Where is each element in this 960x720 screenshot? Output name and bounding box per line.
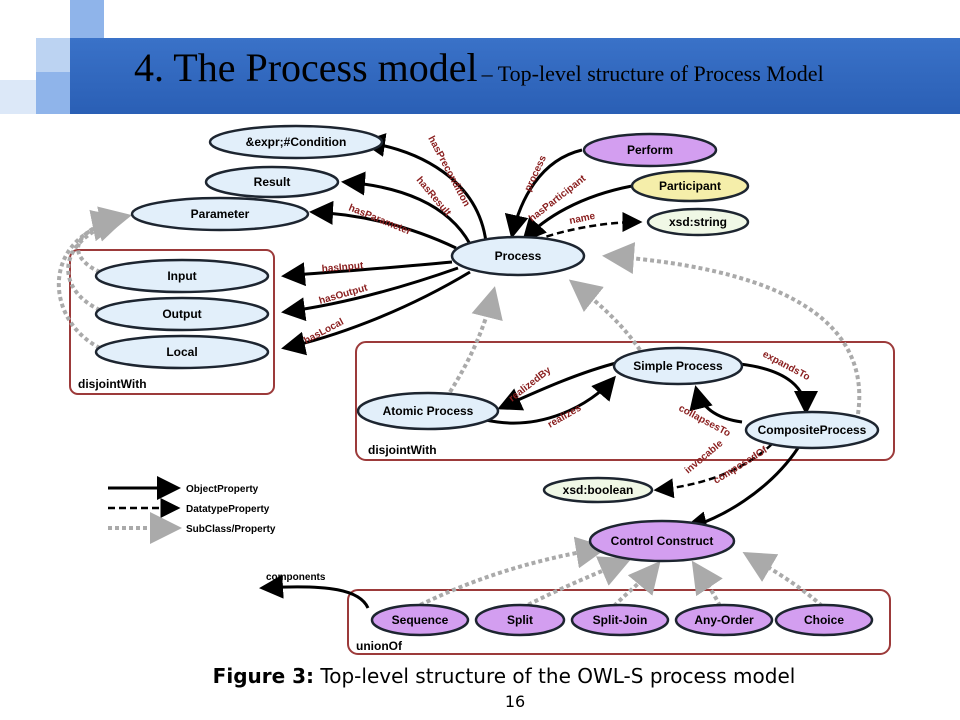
node-participant [630,169,750,203]
edge-components [259,574,370,609]
node-simple-process-label: Simple Process [633,359,723,373]
edge-output-parameter [66,210,128,312]
node-choice [774,603,874,637]
node-control-construct-label: Control Construct [611,534,714,548]
node-perform [582,132,718,168]
label-has-result: hasResult [414,175,454,219]
label-realized-by: realizedBy [507,365,554,405]
label-has-parameter: hasParameter [347,203,413,238]
legend-subclass-label: SubClass/Property [186,524,276,535]
edge-name [535,212,643,242]
node-process [450,235,586,277]
node-split-join [570,603,670,637]
node-input [94,258,270,294]
label-has-output: hasOutput [318,282,370,307]
node-any-order [674,603,774,637]
node-split [474,603,566,637]
node-local [94,334,270,370]
deco-square [36,72,70,114]
edge-expands-to [739,362,818,415]
control-union-label: unionOf [356,639,403,653]
deco-square [0,80,36,114]
node-xsd-boolean-label: xsd:boolean [563,483,634,497]
params-disjoint-label: disjointWith [78,377,147,391]
legend: ObjectProperty DatatypeProperty SubClass… [108,476,276,544]
node-split-join-label: Split-Join [593,613,648,627]
node-input-label: Input [167,269,196,283]
node-composite-process-label: CompositeProcess [758,423,867,437]
edge-split-control [521,556,632,610]
caption-text: Top-level structure of the OWL-S process… [320,664,796,688]
edge-realized-by [497,360,621,411]
edge-has-precondition [361,133,488,243]
node-atomic-process-label: Atomic Process [383,404,474,418]
slide-title: 4. The Process model – Top-level structu… [134,44,824,91]
node-split-label: Split [507,613,533,627]
process-disjoint-box [355,341,895,461]
node-parameter [130,196,310,232]
edge-composite-process [602,242,862,415]
node-atomic-process [356,391,500,431]
figure-caption: Figure 3: Top-level structure of the OWL… [0,664,960,688]
edge-splitjoin-control [612,560,661,608]
page-number: 16 [504,692,526,711]
node-condition [208,124,384,160]
edge-local-parameter [57,209,124,350]
node-any-order-label: Any-Order [694,613,754,627]
label-invocable: invocable [683,438,726,476]
node-output-label: Output [162,307,201,321]
label-composed-of: composedOf [712,444,770,486]
title-sub: – Top-level structure of Process Model [481,61,824,86]
edge-has-parameter [309,200,457,250]
label-components: components [266,572,326,583]
edge-collapses-to [689,385,743,424]
node-xsd-boolean [542,476,654,504]
edge-realizes [485,375,616,425]
label-collapses-to: collapsesTo [677,403,733,440]
deco-square [70,0,104,38]
deco-square [36,38,70,72]
edge-has-local [281,270,471,356]
node-parameter-label: Parameter [191,207,250,221]
title-main: 4. The Process model [134,45,478,90]
edge-choice-control [742,551,824,608]
node-result [204,165,340,199]
node-sequence [370,603,470,637]
edge-simple-process [568,279,642,352]
node-participant-label: Participant [659,179,721,193]
edge-has-output [281,266,459,322]
title-bar [70,38,960,114]
edge-invocable [653,443,773,499]
node-local-label: Local [166,345,197,359]
edge-has-result [341,171,472,245]
node-sequence-label: Sequence [392,613,449,627]
node-perform-label: Perform [627,143,673,157]
edge-has-participant [521,184,633,243]
label-has-input: hasInput [321,260,364,275]
label-name: name [568,211,596,227]
node-control-construct [588,519,736,563]
edge-atomic-process [448,286,503,394]
node-composite-process [744,410,880,450]
legend-datatype-label: DatatypeProperty [186,504,270,515]
edge-process [504,148,583,239]
params-disjoint-box [69,249,275,395]
node-xsd-string [646,207,750,237]
node-condition-label: &expr;#Condition [246,135,347,149]
node-simple-process [612,346,744,386]
node-xsd-string-label: xsd:string [669,215,727,229]
label-process: process [523,153,549,193]
node-process-label: Process [495,249,542,263]
node-output [94,296,270,332]
caption-label: Figure 3: [212,664,315,688]
edge-anyorder-control [691,560,723,607]
edge-has-input [281,260,453,287]
control-union-box [347,589,891,655]
edge-sequence-control [413,536,608,610]
node-choice-label: Choice [804,613,844,627]
node-result-label: Result [254,175,291,189]
process-disjoint-label: disjointWith [368,443,437,457]
legend-object-label: ObjectProperty [186,484,259,495]
